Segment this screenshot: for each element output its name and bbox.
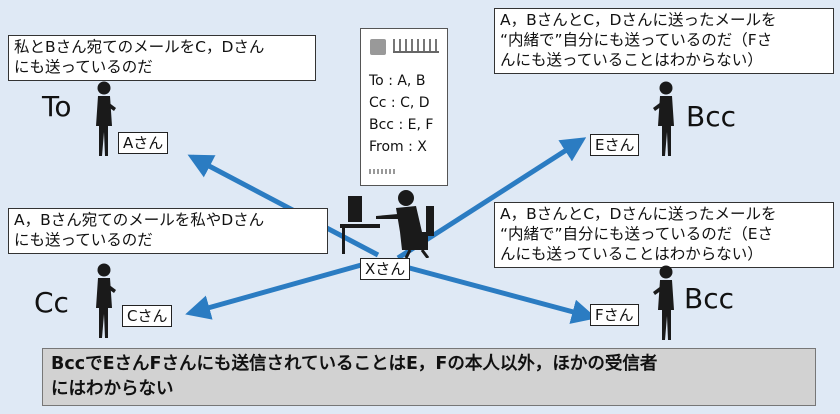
mail-cc-line: Cc : C, D: [369, 95, 430, 111]
role-bcc-e-label: Bcc: [686, 100, 736, 133]
name-tag-c: Cさん: [122, 305, 173, 327]
role-cc-label: Cc: [34, 286, 69, 319]
name-tag-a: Aさん: [118, 132, 169, 154]
mail-logo-icon: [370, 39, 386, 55]
name-tag-e: Eさん: [590, 134, 640, 156]
arrow-to-a: [187, 154, 380, 258]
footer-explanation: BccでEさんFさんにも送信されていることはE，Fの本人以外，ほかの受信者 には…: [42, 348, 816, 406]
mail-footer-placeholder: [369, 169, 395, 174]
arrow-to-f: [401, 263, 597, 324]
person-f-figure: [653, 265, 674, 340]
name-tag-f: Fさん: [590, 304, 639, 326]
note-to-recipient: 私とBさん宛てのメールをC，Dさん にも送っているのだ: [8, 35, 316, 81]
mail-title-placeholder: [393, 39, 439, 53]
person-c-figure: [96, 263, 116, 338]
note-bcc-mid: A，BさんとC，Dさんに送ったメールを “内緒で”自分にも送っているのだ（Eさ …: [494, 202, 834, 268]
sender-at-desk-figure: [340, 190, 434, 258]
mail-bcc-line: Bcc : E, F: [369, 117, 434, 133]
mail-from-line: From : X: [369, 139, 427, 155]
mail-to-line: To : A, B: [369, 73, 426, 89]
role-bcc-f-label: Bcc: [684, 282, 734, 315]
person-e-figure: [653, 81, 674, 156]
arrow-to-c: [185, 259, 373, 320]
mail-header-card: To : A, B Cc : C, D Bcc : E, F From : X: [360, 28, 448, 186]
note-cc-recipient: A，Bさん宛てのメールを私やDさん にも送っているのだ: [8, 208, 328, 254]
arrow-to-e: [396, 137, 587, 261]
role-to-label: To: [42, 90, 72, 123]
note-bcc-top: A，BさんとC，Dさんに送ったメールを “内緒で”自分にも送っているのだ（Fさ …: [494, 8, 834, 74]
name-tag-x: Xさん: [360, 258, 411, 280]
person-a-figure: [96, 81, 116, 156]
